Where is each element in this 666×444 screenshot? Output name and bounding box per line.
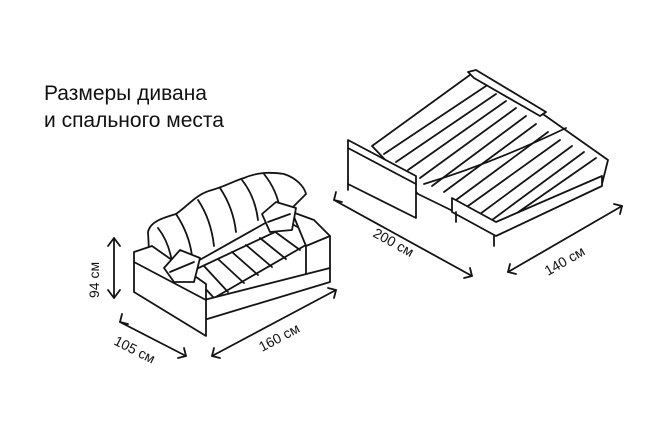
bed-left-armrest bbox=[347, 139, 417, 219]
width-label: 160 см bbox=[256, 320, 302, 355]
back-rib bbox=[197, 199, 215, 247]
bed-width-dimension bbox=[507, 203, 623, 275]
height-dimension bbox=[107, 237, 121, 299]
seat-rib bbox=[245, 244, 273, 268]
seat-rib bbox=[217, 258, 245, 284]
bed-rib bbox=[419, 107, 517, 179]
bed-length-label: 200 см bbox=[371, 225, 417, 260]
bed-rib bbox=[431, 115, 527, 187]
height-label: 94 см bbox=[86, 262, 102, 298]
pillow-right-seam bbox=[267, 213, 291, 223]
back-rib bbox=[175, 213, 193, 257]
pillow-left-seam bbox=[169, 261, 195, 273]
unfolded-bed-illustration bbox=[347, 69, 609, 247]
bed-headboard bbox=[467, 69, 547, 117]
bed-left-armrest-top bbox=[347, 147, 417, 185]
seat-rib bbox=[259, 237, 287, 260]
bed-rib bbox=[491, 151, 585, 221]
bed-front-base bbox=[451, 175, 603, 237]
left-armrest bbox=[133, 245, 207, 337]
bed-rib bbox=[395, 93, 497, 163]
title-line-2: и спального места bbox=[44, 109, 224, 132]
seat-rib bbox=[273, 230, 301, 251]
bed-rib bbox=[383, 85, 487, 155]
folded-sofa-illustration bbox=[133, 171, 331, 337]
bed-rib bbox=[407, 100, 507, 171]
title-line-1: Размеры дивана bbox=[44, 82, 207, 105]
back-rib bbox=[219, 187, 237, 233]
back-rib bbox=[241, 179, 259, 221]
seat-rib bbox=[203, 265, 229, 293]
bed-rib bbox=[479, 145, 573, 215]
seat-rib bbox=[231, 251, 259, 276]
bed-rib bbox=[467, 139, 561, 207]
bed-fold-seam bbox=[423, 127, 567, 185]
left-armrest-top bbox=[133, 261, 207, 301]
diagram-title: Размеры дивана и спального места bbox=[44, 80, 224, 134]
width-dimension bbox=[211, 287, 337, 359]
pillow-left bbox=[163, 249, 201, 283]
depth-dimension bbox=[119, 313, 187, 359]
right-armrest-edge bbox=[305, 235, 331, 247]
bed-length-dimension bbox=[333, 191, 473, 279]
bed-rib bbox=[443, 123, 537, 193]
pillow-right bbox=[261, 201, 297, 233]
